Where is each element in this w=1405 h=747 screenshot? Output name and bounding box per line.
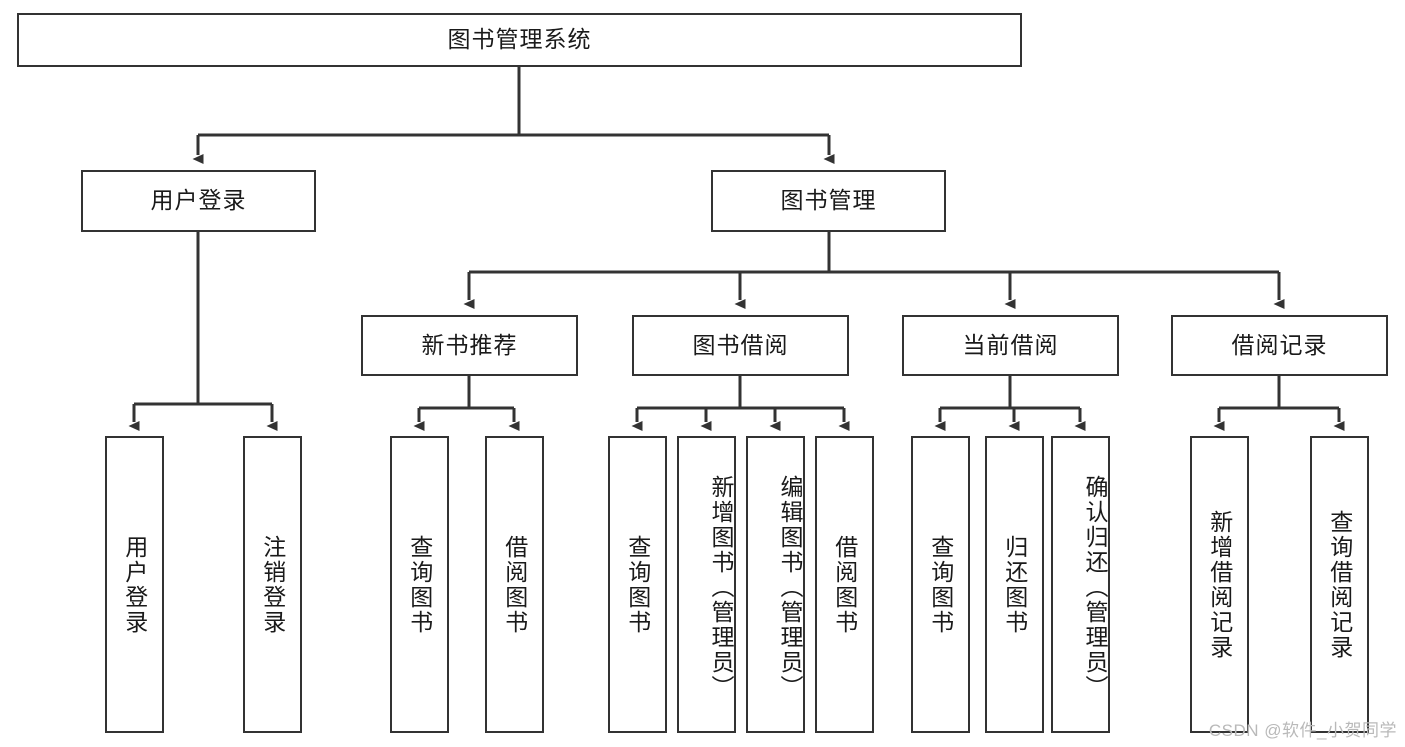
node-new-book-recommend-label: 新书推荐 bbox=[421, 331, 518, 358]
node-leaf-cb-return-label: 归还图书 bbox=[1001, 534, 1028, 635]
node-leaf-bb-borrow[interactable]: 借阅图书 bbox=[815, 436, 874, 733]
node-leaf-bb-query[interactable]: 查询图书 bbox=[608, 436, 667, 733]
node-leaf-cb-return[interactable]: 归还图书 bbox=[985, 436, 1044, 733]
node-root[interactable]: 图书管理系统 bbox=[17, 13, 1022, 67]
node-leaf-user-logout[interactable]: 注销登录 bbox=[243, 436, 302, 733]
node-leaf-br-add-label: 新增借阅记录 bbox=[1206, 509, 1233, 660]
node-book-manage[interactable]: 图书管理 bbox=[711, 170, 946, 232]
node-leaf-bb-edit-label: 编辑图书（管理员） bbox=[777, 475, 803, 700]
node-leaf-bb-borrow-label: 借阅图书 bbox=[831, 534, 858, 635]
node-leaf-cb-confirm[interactable]: 确认归还（管理员） bbox=[1051, 436, 1110, 733]
node-leaf-bb-add[interactable]: 新增图书（管理员） bbox=[677, 436, 736, 733]
node-leaf-cb-query[interactable]: 查询图书 bbox=[911, 436, 970, 733]
node-borrow-record[interactable]: 借阅记录 bbox=[1171, 315, 1388, 376]
node-leaf-nbr-query-label: 查询图书 bbox=[406, 534, 433, 635]
node-book-borrow-label: 图书借阅 bbox=[692, 331, 789, 358]
csdn-watermark: CSDN @软件_小贺同学 bbox=[1208, 721, 1397, 740]
node-leaf-user-logout-label: 注销登录 bbox=[259, 534, 286, 635]
node-book-borrow[interactable]: 图书借阅 bbox=[632, 315, 849, 376]
node-user-login-label: 用户登录 bbox=[150, 187, 247, 214]
node-leaf-nbr-query[interactable]: 查询图书 bbox=[390, 436, 449, 733]
node-current-borrow[interactable]: 当前借阅 bbox=[902, 315, 1119, 376]
node-leaf-nbr-borrow-label: 借阅图书 bbox=[501, 534, 528, 635]
node-leaf-cb-confirm-label: 确认归还（管理员） bbox=[1082, 475, 1108, 700]
node-new-book-recommend[interactable]: 新书推荐 bbox=[361, 315, 578, 376]
node-current-borrow-label: 当前借阅 bbox=[962, 331, 1059, 358]
node-leaf-br-add[interactable]: 新增借阅记录 bbox=[1190, 436, 1249, 733]
node-leaf-bb-edit[interactable]: 编辑图书（管理员） bbox=[746, 436, 805, 733]
node-leaf-user-login[interactable]: 用户登录 bbox=[105, 436, 164, 733]
node-leaf-br-query[interactable]: 查询借阅记录 bbox=[1310, 436, 1369, 733]
node-leaf-bb-add-label: 新增图书（管理员） bbox=[708, 475, 734, 700]
node-leaf-bb-query-label: 查询图书 bbox=[624, 534, 651, 635]
node-leaf-br-query-label: 查询借阅记录 bbox=[1326, 509, 1353, 660]
node-book-manage-label: 图书管理 bbox=[780, 187, 877, 214]
node-leaf-cb-query-label: 查询图书 bbox=[927, 534, 954, 635]
node-leaf-user-login-label: 用户登录 bbox=[121, 534, 148, 635]
node-root-label: 图书管理系统 bbox=[447, 26, 592, 53]
node-user-login[interactable]: 用户登录 bbox=[81, 170, 316, 232]
node-borrow-record-label: 借阅记录 bbox=[1231, 331, 1328, 358]
node-leaf-nbr-borrow[interactable]: 借阅图书 bbox=[485, 436, 544, 733]
